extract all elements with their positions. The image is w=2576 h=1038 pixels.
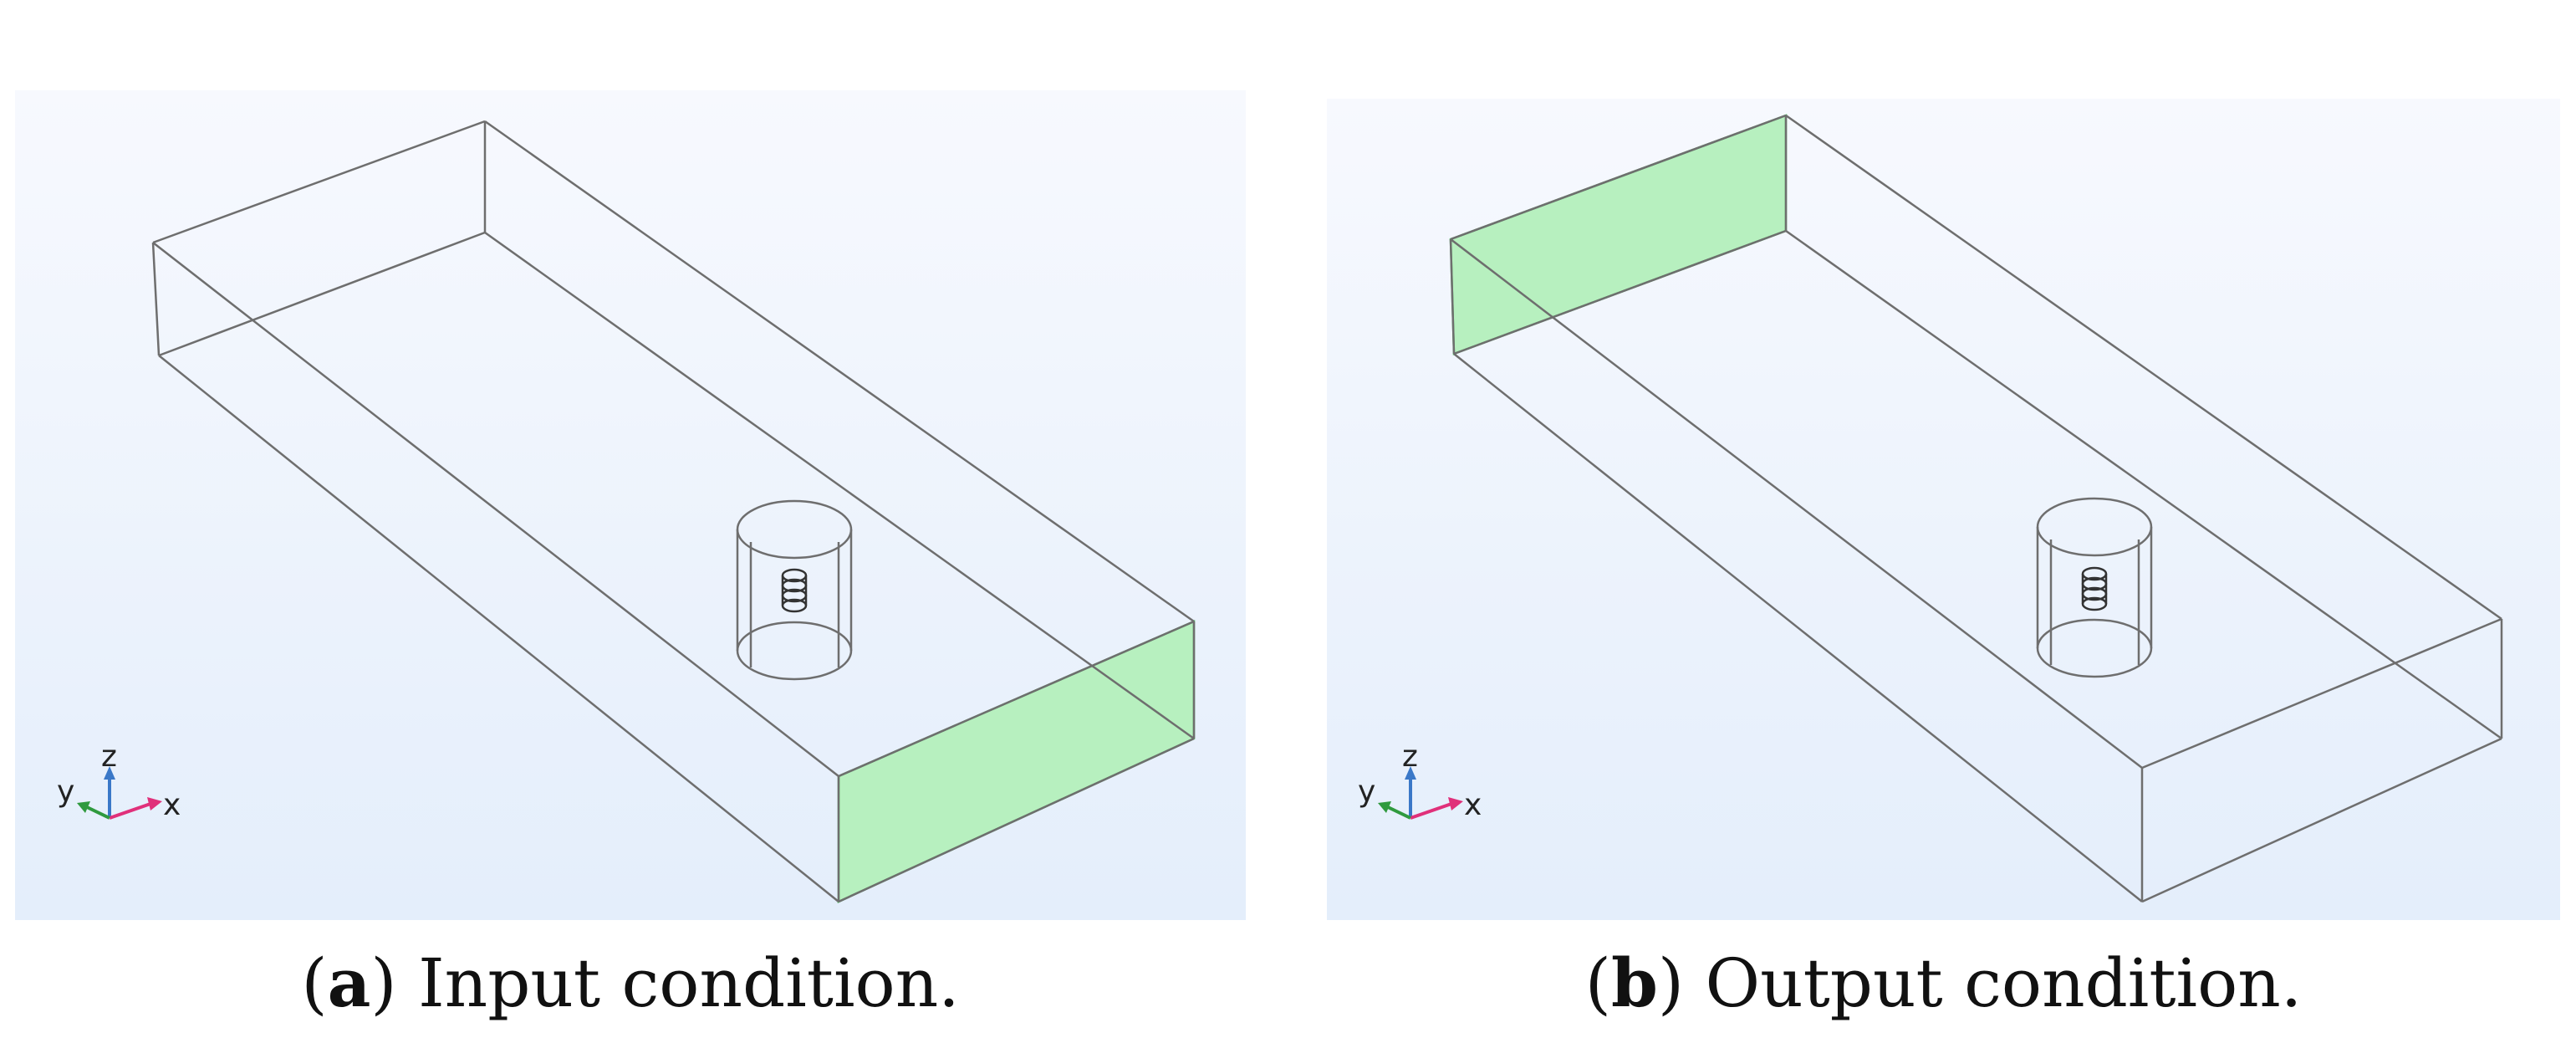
axis-label-x: x bbox=[1464, 788, 1482, 822]
axis-label-y: y bbox=[1358, 775, 1375, 809]
viewport-a: z y x bbox=[15, 90, 1246, 920]
cylinder-wireframe bbox=[2036, 497, 2153, 678]
core-component bbox=[2081, 566, 2108, 611]
caption-text-a: Input condition. bbox=[418, 944, 960, 1022]
channel-box-wireframe bbox=[1449, 114, 2503, 903]
channel-box-wireframe bbox=[151, 120, 1196, 903]
viewport-b: z y x bbox=[1327, 99, 2560, 920]
axis-triad: z y x bbox=[1358, 739, 1482, 822]
caption-text-b: Output condition. bbox=[1705, 944, 2303, 1022]
caption-b: (b) Output condition. bbox=[1584, 943, 2303, 1022]
caption-label-a: a bbox=[327, 943, 371, 1022]
caption-label-b: b bbox=[1610, 943, 1658, 1022]
axis-triad: z y x bbox=[57, 739, 181, 822]
axis-label-x: x bbox=[163, 788, 181, 822]
axis-label-z: z bbox=[1402, 739, 1418, 774]
core-component bbox=[781, 568, 808, 613]
axis-label-z: z bbox=[101, 739, 117, 774]
caption-a: (a) Input condition. bbox=[301, 943, 960, 1022]
axis-label-y: y bbox=[57, 775, 74, 809]
cylinder-wireframe bbox=[736, 499, 853, 681]
